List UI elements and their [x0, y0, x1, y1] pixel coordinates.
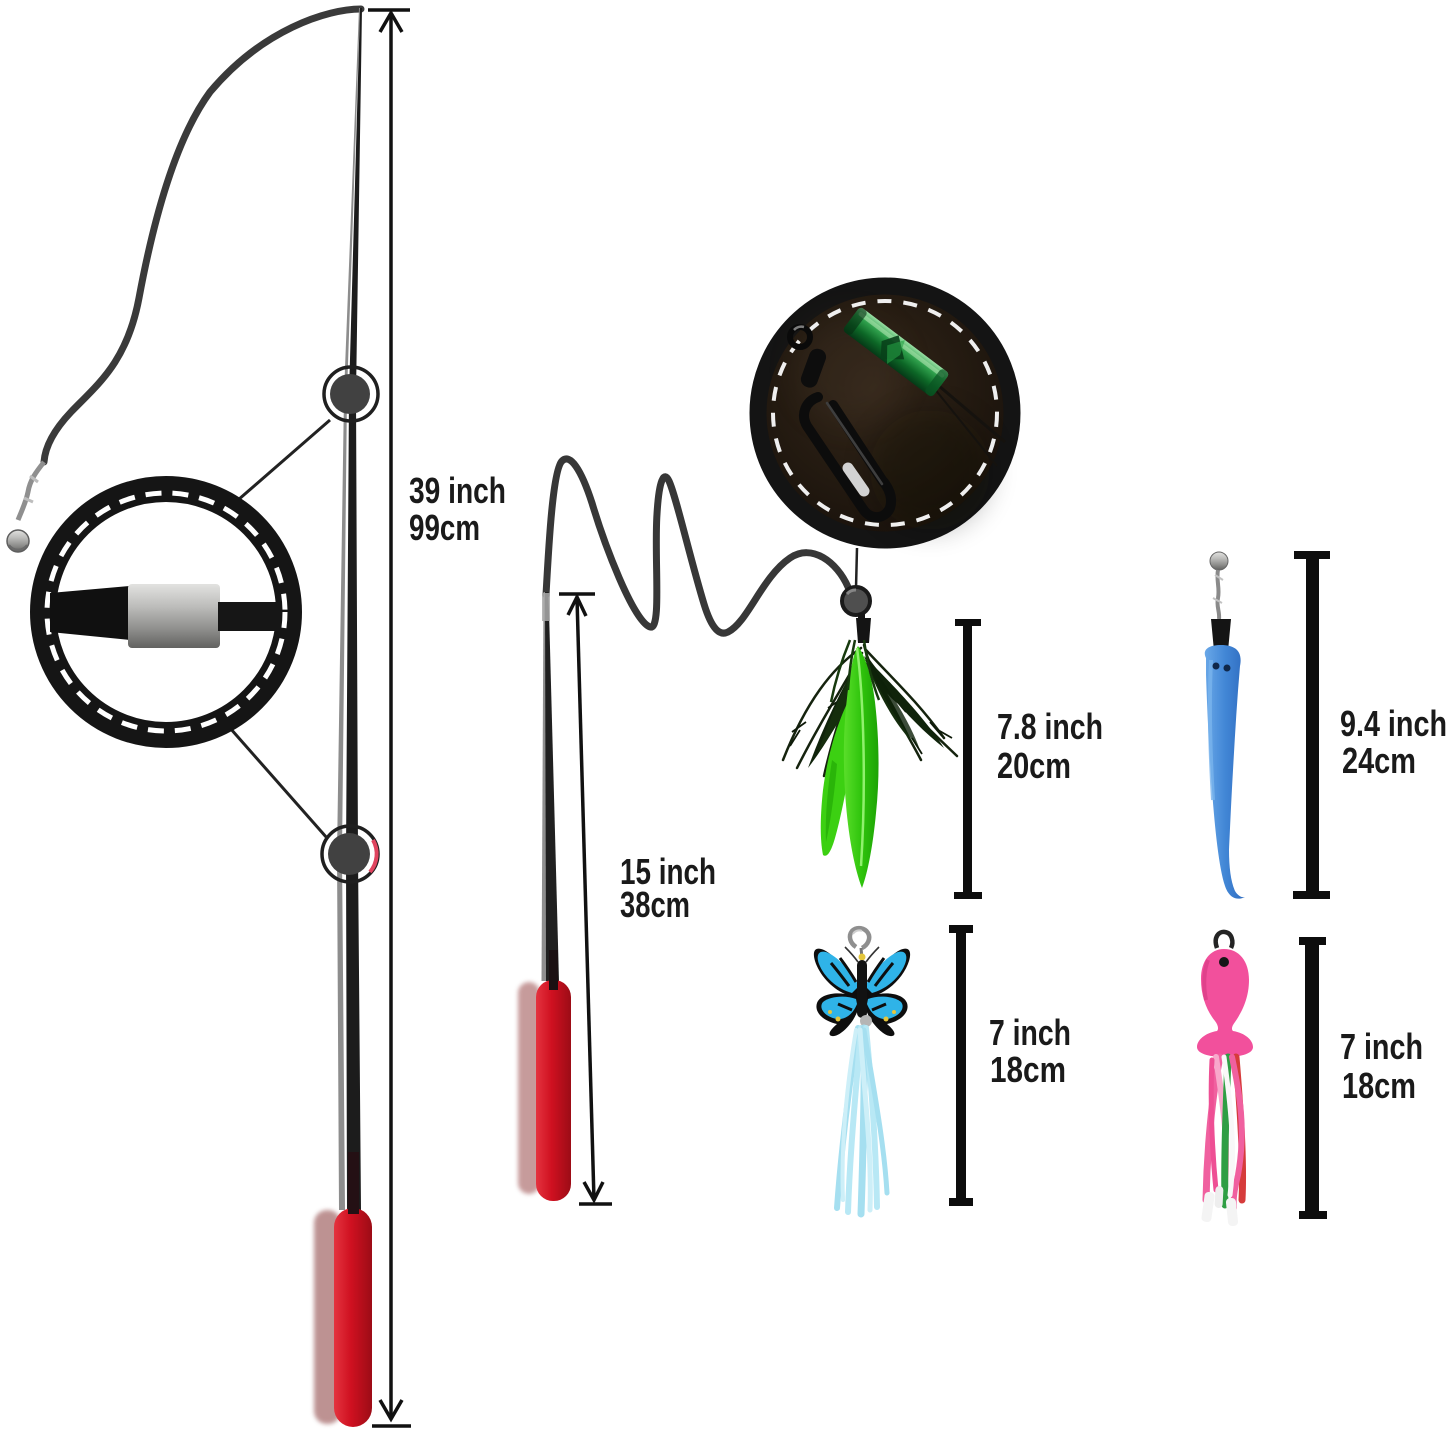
- svg-text:7.8 inch: 7.8 inch: [997, 706, 1103, 747]
- svg-text:24cm: 24cm: [1342, 740, 1416, 781]
- svg-text:7 inch: 7 inch: [1340, 1026, 1423, 1067]
- svg-text:39 inch: 39 inch: [409, 470, 506, 511]
- svg-text:15 inch: 15 inch: [620, 851, 716, 892]
- svg-text:20cm: 20cm: [997, 745, 1071, 786]
- svg-text:9.4 inch: 9.4 inch: [1340, 703, 1447, 744]
- svg-text:99cm: 99cm: [409, 507, 480, 548]
- svg-text:38cm: 38cm: [620, 884, 690, 925]
- svg-text:18cm: 18cm: [990, 1049, 1066, 1090]
- svg-text:18cm: 18cm: [1342, 1065, 1416, 1106]
- svg-text:7 inch: 7 inch: [989, 1012, 1071, 1053]
